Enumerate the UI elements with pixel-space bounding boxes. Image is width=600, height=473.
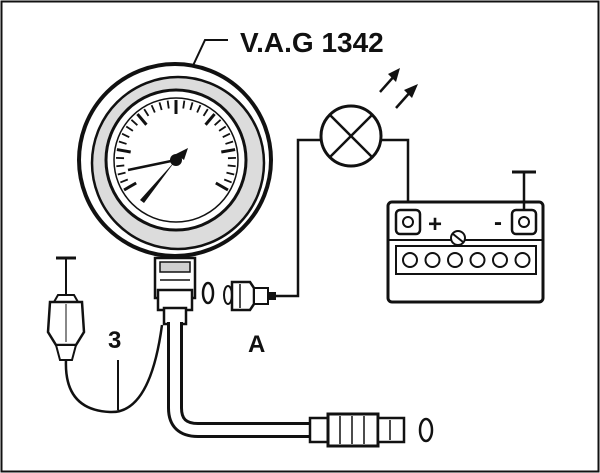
gauge-tick (116, 164, 125, 168)
pressure-gauge (77, 39, 273, 258)
battery-terminal-positive (394, 208, 422, 236)
adapter-tip (376, 416, 406, 444)
gauge-tick (117, 171, 126, 176)
pressure-hose (167, 322, 312, 438)
hose-adapter (308, 412, 406, 448)
gauge-tick (166, 100, 170, 109)
gauge-needle (140, 160, 176, 203)
gauge-tick (202, 108, 209, 117)
gauge-connector (153, 256, 197, 326)
battery (386, 170, 545, 304)
gauge-tick (223, 178, 232, 184)
gauge-needle-tail (127, 158, 177, 172)
wiring (276, 138, 410, 298)
hose-inner (170, 322, 312, 435)
light-ray-2-head (404, 84, 418, 98)
gauge-tick (215, 181, 229, 192)
clip-boot (54, 344, 78, 361)
gauge-needle-tip (176, 148, 188, 160)
gauge-tick (136, 113, 148, 126)
adapter-body (326, 412, 380, 448)
light-rays-icon (379, 68, 418, 109)
switch-terminal (268, 292, 276, 300)
gauge-tick (182, 100, 186, 109)
gauge-tick (227, 164, 236, 168)
gauge-tick (221, 148, 236, 154)
gauge-needle-hub (170, 154, 182, 166)
battery-terminal-positive-post (402, 216, 414, 228)
battery-cell-cap (402, 252, 418, 268)
oil-pressure-switch (223, 280, 276, 312)
o-ring-stem (201, 281, 215, 305)
switch-body (253, 287, 269, 305)
gauge-tick (130, 119, 138, 126)
lead-wire (64, 324, 164, 414)
battery-cell-cap (492, 252, 508, 268)
battery-cell-cap (514, 252, 531, 268)
gauge-tick (196, 104, 202, 113)
gauge-tick (118, 140, 127, 145)
switch-hex (230, 280, 256, 312)
tool-label-leader (189, 39, 228, 73)
gauge-tick (125, 125, 134, 132)
wire-lamp-to-battery (382, 138, 410, 208)
tool-label: V.A.G 1342 (240, 27, 384, 58)
battery-minus-sign: - (494, 209, 502, 236)
battery-cell-cap (447, 252, 463, 268)
gauge-tick (121, 132, 130, 139)
battery-cell-cap (469, 252, 486, 268)
battery-plus-sign: + (428, 211, 442, 238)
gauge-tick (120, 178, 129, 184)
callout-a: A (248, 331, 265, 358)
gauge-scale-ticks (116, 100, 236, 192)
gauge-stem-nut (159, 261, 191, 273)
battery-terminal-negative (510, 208, 538, 236)
battery-terminal-negative-post (518, 216, 530, 228)
wire-switch-to-lamp (276, 138, 320, 298)
adapter-nut (308, 416, 330, 444)
lamp-cross-2 (329, 114, 373, 158)
gauge-stem-collar (162, 306, 188, 326)
hose-outline (167, 322, 312, 438)
battery-cell-strip (395, 245, 537, 275)
gauge-tick (150, 104, 156, 113)
gauge-tick (214, 119, 222, 126)
battery-vent-slot (452, 233, 464, 243)
gauge-tick (143, 108, 150, 117)
battery-cell-caps (402, 252, 531, 268)
gauge-tick (189, 102, 194, 111)
gauge-dial-ring (113, 97, 239, 223)
light-ray-1-head (388, 68, 400, 82)
gauge-tick (116, 148, 131, 154)
gauge-tick (222, 132, 231, 139)
gauge-tick (226, 171, 235, 176)
test-lead (46, 256, 164, 414)
o-ring-adapter (418, 417, 434, 443)
test-lamp (319, 68, 418, 168)
gauge-tick (218, 125, 227, 132)
callout-3: 3 (108, 327, 121, 354)
gauge-tick (204, 113, 216, 126)
gauge-tick (225, 140, 234, 145)
gauge-tick (123, 181, 137, 192)
gauge-tick (158, 102, 163, 111)
battery-cell-cap (424, 252, 441, 268)
